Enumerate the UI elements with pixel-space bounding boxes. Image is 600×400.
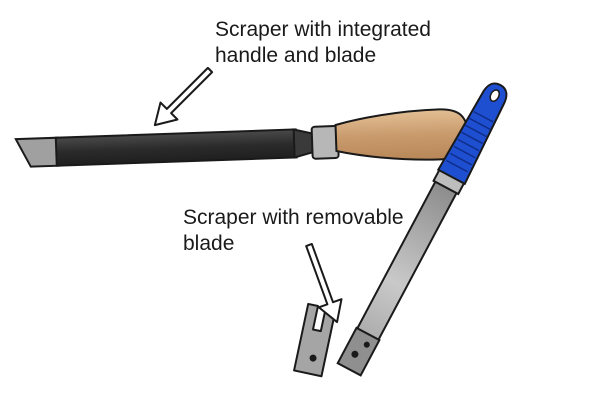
removable-scraper xyxy=(293,82,508,378)
label-integrated-scraper: Scraper with integrated handle and blade xyxy=(215,17,515,69)
label-removable-line1: Scraper with removable xyxy=(183,206,404,229)
integrated-shaft xyxy=(54,128,298,167)
blue-grip xyxy=(436,82,508,186)
label-removable-scraper: Scraper with removable blade xyxy=(183,205,443,257)
label-removable-line2: blade xyxy=(183,232,235,255)
label-integrated-line2: handle and blade xyxy=(215,44,377,67)
blade-holder xyxy=(336,326,381,377)
arrow-removable-icon xyxy=(305,242,343,324)
integrated-scraper xyxy=(14,108,469,168)
integrated-blade xyxy=(14,136,60,168)
integrated-ferrule xyxy=(310,125,340,160)
arrow-integrated-icon xyxy=(153,66,214,127)
label-integrated-line1: Scraper with integrated xyxy=(215,18,431,41)
